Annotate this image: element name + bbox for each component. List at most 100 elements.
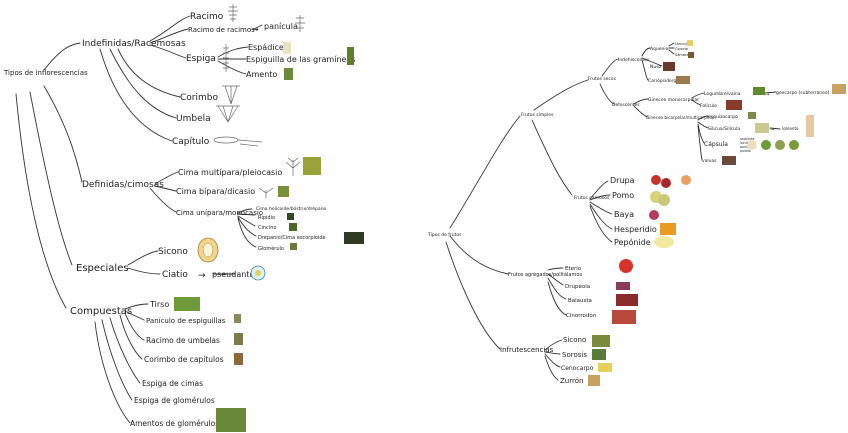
node-silicua: Silicua/Silícula <box>708 125 740 132</box>
bipara-thumb <box>278 186 289 197</box>
node-espadice: Espádice <box>248 43 284 52</box>
node-sicono-fruto: Sicono <box>563 336 586 344</box>
node-hesperidio: Hesperidio <box>614 225 657 234</box>
node-lomento: lomento <box>782 126 799 131</box>
zurron-thumb <box>588 375 600 386</box>
node-frutos-carnosos: Frutos carnosos <box>574 195 610 201</box>
umbela-drawing <box>216 105 240 123</box>
node-paniculo-espiguillas: Panículo de espiguillas <box>146 317 226 325</box>
pomo-thumb-2 <box>658 194 670 206</box>
node-cariopside: Cariópside/grano <box>648 77 687 84</box>
node-infrutescencias: Infrutescencias <box>500 346 554 354</box>
node-pepon: Pepónide <box>614 237 651 247</box>
node-helicoide: Cima helicoide/bóstrix/drépano <box>256 205 327 212</box>
node-nuez: Nuez <box>650 64 662 70</box>
racimo-umbelas-thumb <box>234 333 243 345</box>
drupeola-thumb <box>616 282 630 290</box>
node-foliculo: Folículo <box>700 102 717 109</box>
amentos-glomerulos-thumb <box>216 408 246 432</box>
capsula-thumb-2 <box>761 140 771 150</box>
node-racimo-de-racimos: Racimo de racimos <box>188 26 255 34</box>
node-espiguilla: Espiguilla de las gramíneas <box>246 55 356 64</box>
node-frutos-secos: Frutos secos <box>588 76 617 82</box>
node-definidas: Definidas/cimosas <box>82 180 164 190</box>
valvas-thumb <box>722 156 736 165</box>
node-zurron: Zurrón <box>560 377 583 385</box>
corimbo-drawing <box>222 85 240 105</box>
node-ciatio: Ciatio <box>162 270 188 280</box>
node-espiga-cimas: Espiga de cimas <box>142 379 203 388</box>
nuez-thumb <box>663 62 675 71</box>
node-sorosis: Sorosis <box>562 351 587 359</box>
hesperidio-thumb <box>660 223 676 235</box>
arrow-pseudanto: → <box>198 271 206 281</box>
node-valvas: valvas <box>702 158 717 164</box>
ciatio-drawing <box>250 265 266 281</box>
node-racimo-umbelas: Racimo de umbelas <box>146 336 220 345</box>
drupa-thumb-2 <box>661 178 671 188</box>
eterio-thumb <box>619 259 633 273</box>
node-capsula: Cápsula <box>704 141 728 148</box>
node-espiga: Espiga <box>186 54 216 64</box>
cinorrodon-note <box>636 312 664 320</box>
node-samara: Sámara <box>675 53 689 57</box>
node-dehiscentes: Dehiscentes <box>612 102 640 108</box>
node-balausta: Balausta <box>568 298 592 304</box>
pepon-thumb <box>654 236 674 248</box>
node-eterio: Eterio <box>565 266 582 272</box>
inflorescence-connectors <box>15 15 263 424</box>
silicua-thumb <box>755 123 769 133</box>
geocarpo-thumb <box>832 84 846 94</box>
sicono-fruto-thumb <box>592 335 610 347</box>
node-indehiscentes: Indehiscentes <box>618 57 650 63</box>
node-especiales: Especiales <box>76 263 129 274</box>
node-tirso: Tirso <box>149 300 169 309</box>
fruit-root: Tipos de frutos <box>427 232 462 238</box>
samara-thumb <box>688 52 694 58</box>
cariopside-thumb <box>676 76 690 84</box>
fruit-map: Tipos de frutos Frutos simples Frutos se… <box>427 40 846 386</box>
foliculo-thumb <box>726 100 742 110</box>
node-drupa: Drupa <box>610 176 635 185</box>
capsula-thumb-3 <box>775 140 785 150</box>
bipara-drawing <box>258 187 274 198</box>
baya-note <box>659 212 675 218</box>
capitulo-drawing <box>213 136 263 147</box>
node-sicono-inflorescencia: Sicono <box>158 247 188 257</box>
node-multipara: Cima multípara/pleiocasio <box>178 168 282 177</box>
node-frutos-agregados: Frutos agregados/politálamos <box>508 271 582 278</box>
inflorescence-illustrations <box>174 4 364 432</box>
multipara-thumb <box>303 157 321 175</box>
node-cincino: Cincino <box>258 225 276 231</box>
node-cinorrodon: Cinorrodon <box>566 313 597 319</box>
node-racimo: Racimo <box>190 12 224 22</box>
racimo-drawing <box>228 4 238 22</box>
sorosis-thumb <box>592 349 606 360</box>
node-corimbo: Corimbo <box>180 93 218 103</box>
arrow-lomento: → <box>770 127 774 133</box>
node-aquenio: Aquenio <box>650 46 669 52</box>
node-capitulo: Capítulo <box>172 137 210 147</box>
espiguilla-thumb <box>347 47 354 65</box>
node-amentos-glomerulos: Amentos de glomérulos <box>130 419 219 428</box>
sicono-drawing <box>197 237 219 263</box>
node-corimbo-capitulos: Corimbo de capítulos <box>144 355 224 364</box>
node-gineceo-monocarpelar: Gineceo monocarpelar <box>648 97 699 103</box>
node-gineceo-bicarpelar-1: Gineceo bicarpelar/multicarpelar <box>646 115 715 120</box>
node-pixidio: pixidio <box>740 149 751 153</box>
node-compuestas: Compuestas <box>70 306 132 317</box>
node-baya: Baya <box>614 210 634 219</box>
node-ripidio: Ripidio <box>258 215 275 221</box>
capsula-thumb-4 <box>789 140 799 150</box>
node-pseudanto: pseudanto <box>212 270 254 279</box>
corimbo-capitulos-thumb <box>234 353 243 365</box>
node-umbela: Umbela <box>176 114 211 124</box>
node-glomerulo: Glomérulo <box>258 245 284 252</box>
esquizocarpo-thumb <box>748 112 756 119</box>
drupa-thumb-1 <box>651 175 661 185</box>
node-espiga-glomerulos: Espiga de glomérulos <box>134 396 215 405</box>
baya-thumb <box>649 210 659 220</box>
node-bipara: Cima bípara/dicasio <box>176 187 255 196</box>
arrow-panicula: → <box>252 25 259 34</box>
